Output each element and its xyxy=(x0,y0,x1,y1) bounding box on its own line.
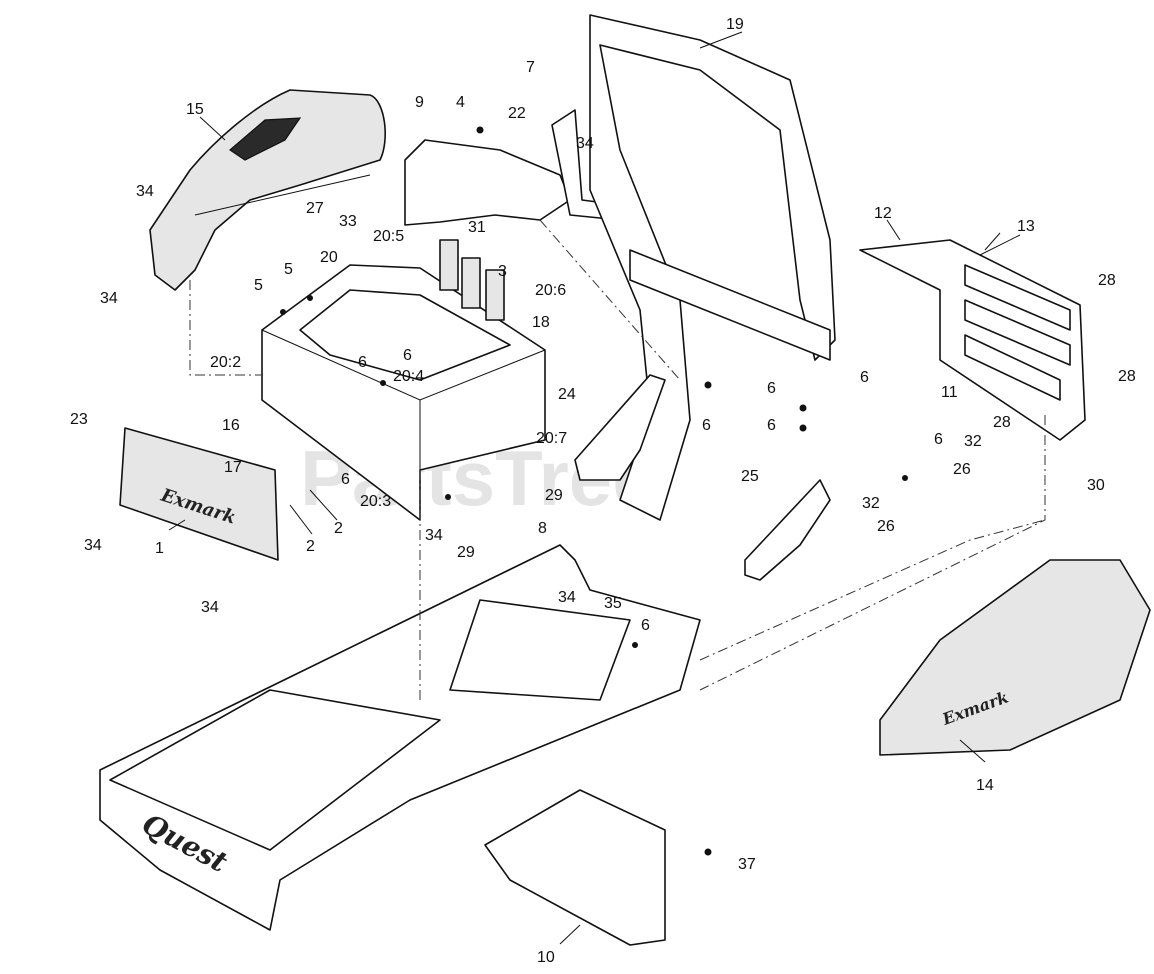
callout-34: 34 xyxy=(136,183,154,200)
part-9-plate xyxy=(404,139,571,226)
part-25-bracket xyxy=(744,479,831,581)
callout-28c: 28 xyxy=(993,414,1011,431)
callout-22: 22 xyxy=(508,105,526,122)
callout-1: 1 xyxy=(155,540,164,557)
callout-6g: 6 xyxy=(860,369,869,386)
callout-20-5: 20:5 xyxy=(373,228,404,245)
callout-6b: 6 xyxy=(403,347,412,364)
callout-11: 11 xyxy=(941,384,958,401)
callout-6f: 6 xyxy=(767,417,776,434)
part-20-seat-base xyxy=(261,264,546,521)
callout-6e: 6 xyxy=(767,380,776,397)
assembly-line xyxy=(699,415,1046,691)
callout-7: 7 xyxy=(526,59,535,76)
callout-34d: 34 xyxy=(84,537,102,554)
callout-18: 18 xyxy=(532,314,550,331)
callout-35: 34 xyxy=(558,589,576,606)
callout-31: 31 xyxy=(468,219,486,236)
part-15-left-pod xyxy=(149,89,386,291)
callout-6: 6 xyxy=(358,354,367,371)
callout-6i: 6 xyxy=(641,617,650,634)
callout-27: 27 xyxy=(306,200,324,217)
assembly-line xyxy=(189,280,262,376)
callout-34b: 34 xyxy=(576,135,594,152)
part-14-right-pod: Exmark xyxy=(879,559,1151,756)
callout-20-6: 20:6 xyxy=(535,282,566,299)
callout-5: 5 xyxy=(254,277,263,294)
callout-34c: 34 xyxy=(100,290,118,307)
callout-6c: 6 xyxy=(341,471,350,488)
callout-16: 16 xyxy=(222,417,240,434)
callouts: 1 2 2 3 4 5 5 6 6 6 6 6 6 6 6 6 7 8 9 10… xyxy=(70,16,1136,966)
callout-28: 28 xyxy=(1098,272,1116,289)
callout-33: 33 xyxy=(339,213,357,230)
callout-6h: 6 xyxy=(934,431,943,448)
callout-10: 10 xyxy=(537,949,555,966)
callout-26b: 26 xyxy=(877,518,895,535)
part-24-bracket xyxy=(574,374,666,481)
callout-23: 23 xyxy=(70,411,88,428)
callout-25: 25 xyxy=(741,468,759,485)
callout-26: 26 xyxy=(953,461,971,478)
callout-3: 3 xyxy=(498,263,507,280)
callout-14: 14 xyxy=(976,777,994,794)
callout-20-4: 20:4 xyxy=(393,368,424,385)
part-3-springs xyxy=(439,239,505,321)
callout-29: 29 xyxy=(545,487,563,504)
callout-13: 13 xyxy=(1017,218,1035,235)
leader-lines xyxy=(168,31,1021,945)
callout-17: 17 xyxy=(224,459,242,476)
callout-20-7: 20:7 xyxy=(536,430,567,447)
part-10-foot-plate xyxy=(484,789,666,946)
callout-32: 32 xyxy=(964,433,982,450)
part-13-rear-shield xyxy=(859,239,1086,441)
assembly-line xyxy=(699,519,1046,661)
callout-24: 24 xyxy=(558,386,576,403)
callout-12: 12 xyxy=(874,205,892,222)
callout-8: 8 xyxy=(538,520,547,537)
callout-20-3: 20:3 xyxy=(360,493,391,510)
callout-9: 9 xyxy=(415,94,424,111)
callout-29b: 29 xyxy=(457,544,475,561)
callout-19: 19 xyxy=(726,16,744,33)
callout-6d: 6 xyxy=(702,417,711,434)
callout-5b: 5 xyxy=(284,261,293,278)
callout-34e: 34 xyxy=(201,599,219,616)
callout-37: 35 xyxy=(604,595,622,612)
callout-2b: 2 xyxy=(306,538,315,555)
callout-30: 30 xyxy=(1087,477,1105,494)
callout-28b: 28 xyxy=(1118,368,1136,385)
assembly-line xyxy=(539,219,681,381)
callout-20-2: 20:2 xyxy=(210,354,241,371)
callout-32b: 32 xyxy=(862,495,880,512)
part-37-main-frame xyxy=(99,544,701,931)
callout-4: 4 xyxy=(456,94,465,111)
callout-6j: 37 xyxy=(738,856,756,873)
callout-15: 15 xyxy=(186,101,204,118)
part-23-front-panel: Exmark xyxy=(119,427,279,561)
callout-34f: 34 xyxy=(425,527,443,544)
callout-20: 20 xyxy=(320,249,338,266)
fasteners xyxy=(280,126,908,856)
callout-2: 2 xyxy=(334,520,343,537)
